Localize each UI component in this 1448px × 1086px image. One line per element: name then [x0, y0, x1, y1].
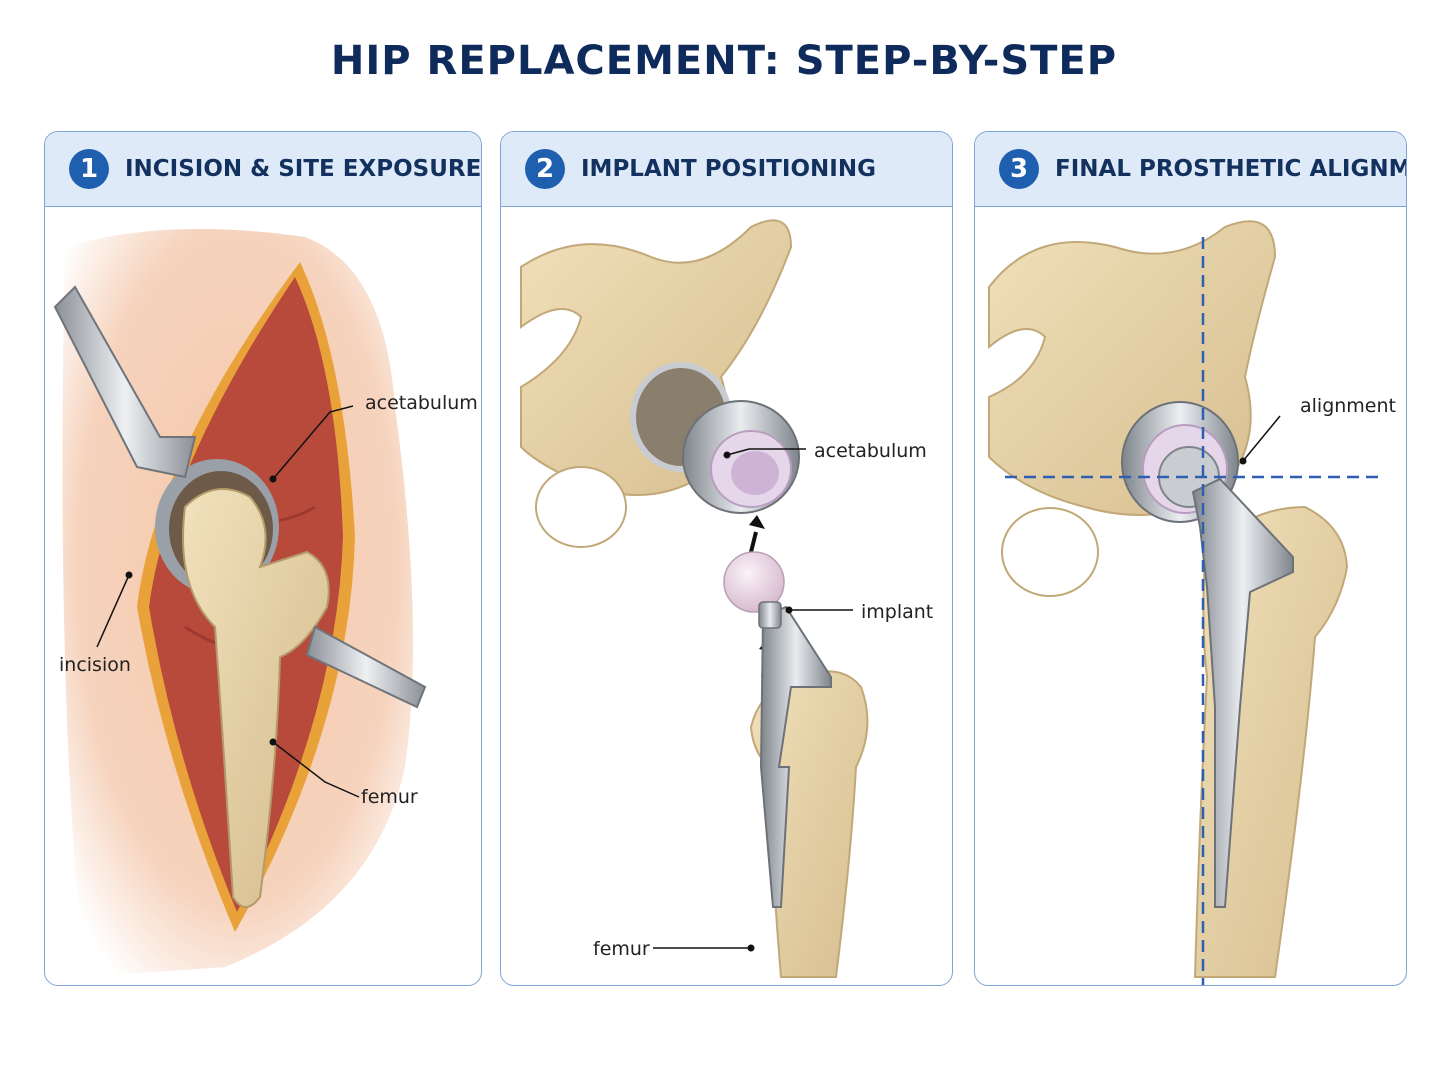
label-acetabulum: acetabulum [814, 440, 927, 462]
page-title: HIP REPLACEMENT: STEP-BY-STEP [330, 38, 1118, 84]
step-3-number-badge: 3 [999, 149, 1039, 189]
step-3-panel: 3 FINAL PROSTHETIC ALIGNMENT [974, 131, 1407, 986]
step-1-title: INCISION & SITE EXPOSURE [125, 156, 482, 182]
implant-positioning-illustration: acetabulum implant femur [520, 219, 933, 978]
step-2-header: 2 IMPLANT POSITIONING [501, 132, 952, 207]
step-2-number-badge: 2 [525, 149, 565, 189]
arrow-up-upper [749, 531, 758, 553]
step-3-title: FINAL PROSTHETIC ALIGNMENT [1055, 156, 1406, 182]
incision-illustration: acetabulum incision femur [53, 229, 478, 977]
final-alignment-illustration: alignment [988, 220, 1396, 985]
label-incision: incision [59, 654, 131, 676]
step-1-header: 1 INCISION & SITE EXPOSURE [45, 132, 481, 207]
step-2-panel: 2 IMPLANT POSITIONING [500, 131, 953, 986]
label-femur: femur [593, 938, 650, 960]
label-acetabulum: acetabulum [365, 392, 478, 414]
femoral-stem [759, 605, 832, 908]
femur-bone [182, 488, 330, 908]
label-alignment: alignment [1300, 395, 1396, 417]
step-1-panel: 1 INCISION & SITE EXPOSURE [44, 131, 482, 986]
step-3-header: 3 FINAL PROSTHETIC ALIGNMENT [975, 132, 1406, 207]
femoral-head-ball [723, 551, 785, 613]
femoral-stem [1191, 477, 1294, 908]
lower-retractor [305, 625, 427, 709]
step-1-number-badge: 1 [69, 149, 109, 189]
label-femur: femur [361, 786, 418, 808]
obturator-foramen [1001, 507, 1099, 597]
step-2-title: IMPLANT POSITIONING [581, 156, 876, 182]
upper-retractor [53, 285, 197, 479]
label-implant: implant [861, 601, 933, 623]
obturator-foramen [535, 466, 627, 548]
